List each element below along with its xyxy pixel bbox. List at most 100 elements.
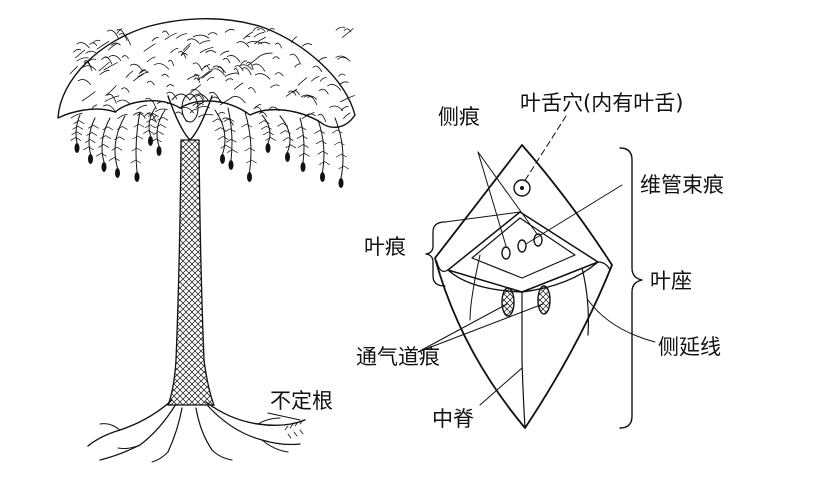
crown-texture-stroke — [84, 61, 93, 72]
crown-texture-stroke — [269, 106, 280, 112]
crown-texture-stroke — [252, 27, 260, 32]
crown-texture-stroke — [157, 101, 169, 105]
crown-texture-stroke — [193, 77, 201, 83]
crown-texture-stroke — [304, 113, 316, 117]
frond-stroke — [75, 114, 81, 144]
crown-texture-stroke — [327, 84, 342, 91]
crown-texture-stroke — [270, 84, 280, 88]
crown-texture-stroke — [136, 113, 146, 119]
frond-leaflet — [225, 138, 237, 143]
crown-texture-stroke — [225, 78, 234, 82]
crown-texture-stroke — [108, 55, 122, 62]
crown-texture-stroke — [222, 117, 234, 126]
crown-texture-stroke — [117, 113, 128, 120]
frond-leaflet — [148, 113, 159, 117]
frond-leaflet — [285, 144, 297, 149]
frond-leaflet — [70, 137, 82, 141]
frond-leaflet — [143, 130, 154, 134]
frond-leaflet — [242, 135, 254, 140]
frond-leaflet — [215, 127, 226, 131]
crown-texture-stroke — [197, 105, 211, 109]
crown-texture-stroke — [178, 50, 187, 59]
crown-texture-stroke — [139, 69, 146, 74]
crown-texture-stroke — [292, 90, 300, 96]
crown-texture-stroke — [143, 43, 156, 52]
frond-leaflet — [296, 135, 308, 139]
crown-texture-stroke — [190, 89, 205, 100]
crown-texture-stroke — [107, 29, 120, 40]
frond-leaflet — [73, 120, 85, 124]
crown-texture-stroke — [205, 50, 217, 54]
crown-texture-stroke — [155, 108, 168, 113]
crown-texture-stroke — [258, 52, 273, 58]
frond-leaflet — [144, 124, 156, 129]
frond-leaflet — [295, 126, 307, 131]
tree-roots — [87, 399, 306, 463]
crown-texture-stroke — [193, 73, 201, 80]
frond-leaflet — [260, 125, 272, 130]
frond-leaflet — [224, 128, 236, 133]
frond-leaflet — [277, 122, 289, 127]
frond-leaflet — [71, 131, 83, 136]
crown-texture-stroke — [197, 113, 214, 118]
crown-texture-stroke — [318, 88, 329, 95]
crown-texture-stroke — [129, 63, 143, 71]
crown-texture-stroke — [274, 72, 284, 77]
frond-leaflet — [84, 139, 96, 143]
crown-texture-stroke — [189, 84, 202, 94]
crown-texture-stroke — [98, 61, 110, 72]
crown-texture-stroke — [274, 42, 283, 49]
frond-leaflet — [333, 141, 345, 146]
crown-texture-stroke — [81, 91, 96, 102]
frond-leaflet — [98, 144, 109, 148]
frond-leaflet — [317, 150, 329, 155]
crown-texture-stroke — [192, 34, 210, 39]
strobilus-cone — [247, 172, 252, 182]
crown-texture-stroke — [199, 40, 211, 45]
crown-texture-stroke — [162, 30, 170, 36]
frond-leaflet — [151, 138, 162, 143]
crown-texture-stroke — [343, 112, 351, 119]
crown-texture-stroke — [212, 65, 226, 74]
frond-leaflet — [88, 124, 99, 129]
crown-texture-stroke — [164, 32, 177, 40]
frond-stroke — [148, 107, 156, 137]
crown-texture-stroke — [254, 73, 271, 80]
crown-texture-stroke — [290, 36, 298, 43]
crown-texture-stroke — [199, 46, 214, 54]
crown-texture-stroke — [224, 29, 235, 33]
frond-leaflet — [331, 129, 343, 134]
frond-stroke — [334, 117, 344, 179]
crown-texture-stroke — [201, 70, 213, 79]
crown-texture-stroke — [180, 53, 188, 56]
crown-texture-stroke — [335, 55, 351, 62]
crown-texture-stroke — [73, 49, 82, 53]
crown-texture-stroke — [254, 37, 266, 45]
frond-leaflet — [319, 161, 330, 165]
crown-texture-stroke — [243, 35, 251, 40]
crown-texture-stroke — [246, 40, 263, 45]
crown-texture-stroke — [224, 72, 239, 77]
frond-leaflet — [241, 123, 252, 128]
crown-texture-stroke — [74, 49, 86, 59]
crown-texture-stroke — [312, 65, 323, 73]
crown-texture-stroke — [197, 70, 211, 81]
crown-texture-stroke — [70, 112, 83, 119]
strobilus-cone — [265, 143, 271, 153]
frond-leaflet — [265, 137, 276, 141]
crown-texture-stroke — [206, 76, 215, 81]
crown-texture-stroke — [168, 59, 175, 67]
crown-texture-stroke — [338, 73, 346, 77]
crown-texture-stroke — [99, 69, 110, 76]
crown-texture-stroke — [76, 57, 89, 62]
crown-texture-stroke — [253, 103, 262, 110]
frond-leaflet — [133, 123, 145, 128]
crown-texture-stroke — [303, 95, 317, 100]
crown-texture-stroke — [338, 81, 349, 86]
frond-stroke — [261, 114, 271, 144]
frond-leaflet — [297, 144, 309, 148]
drooping-fronds — [70, 107, 349, 188]
leaf-scar-label: 叶痕 — [364, 235, 406, 259]
crown-texture-stroke — [89, 42, 98, 46]
